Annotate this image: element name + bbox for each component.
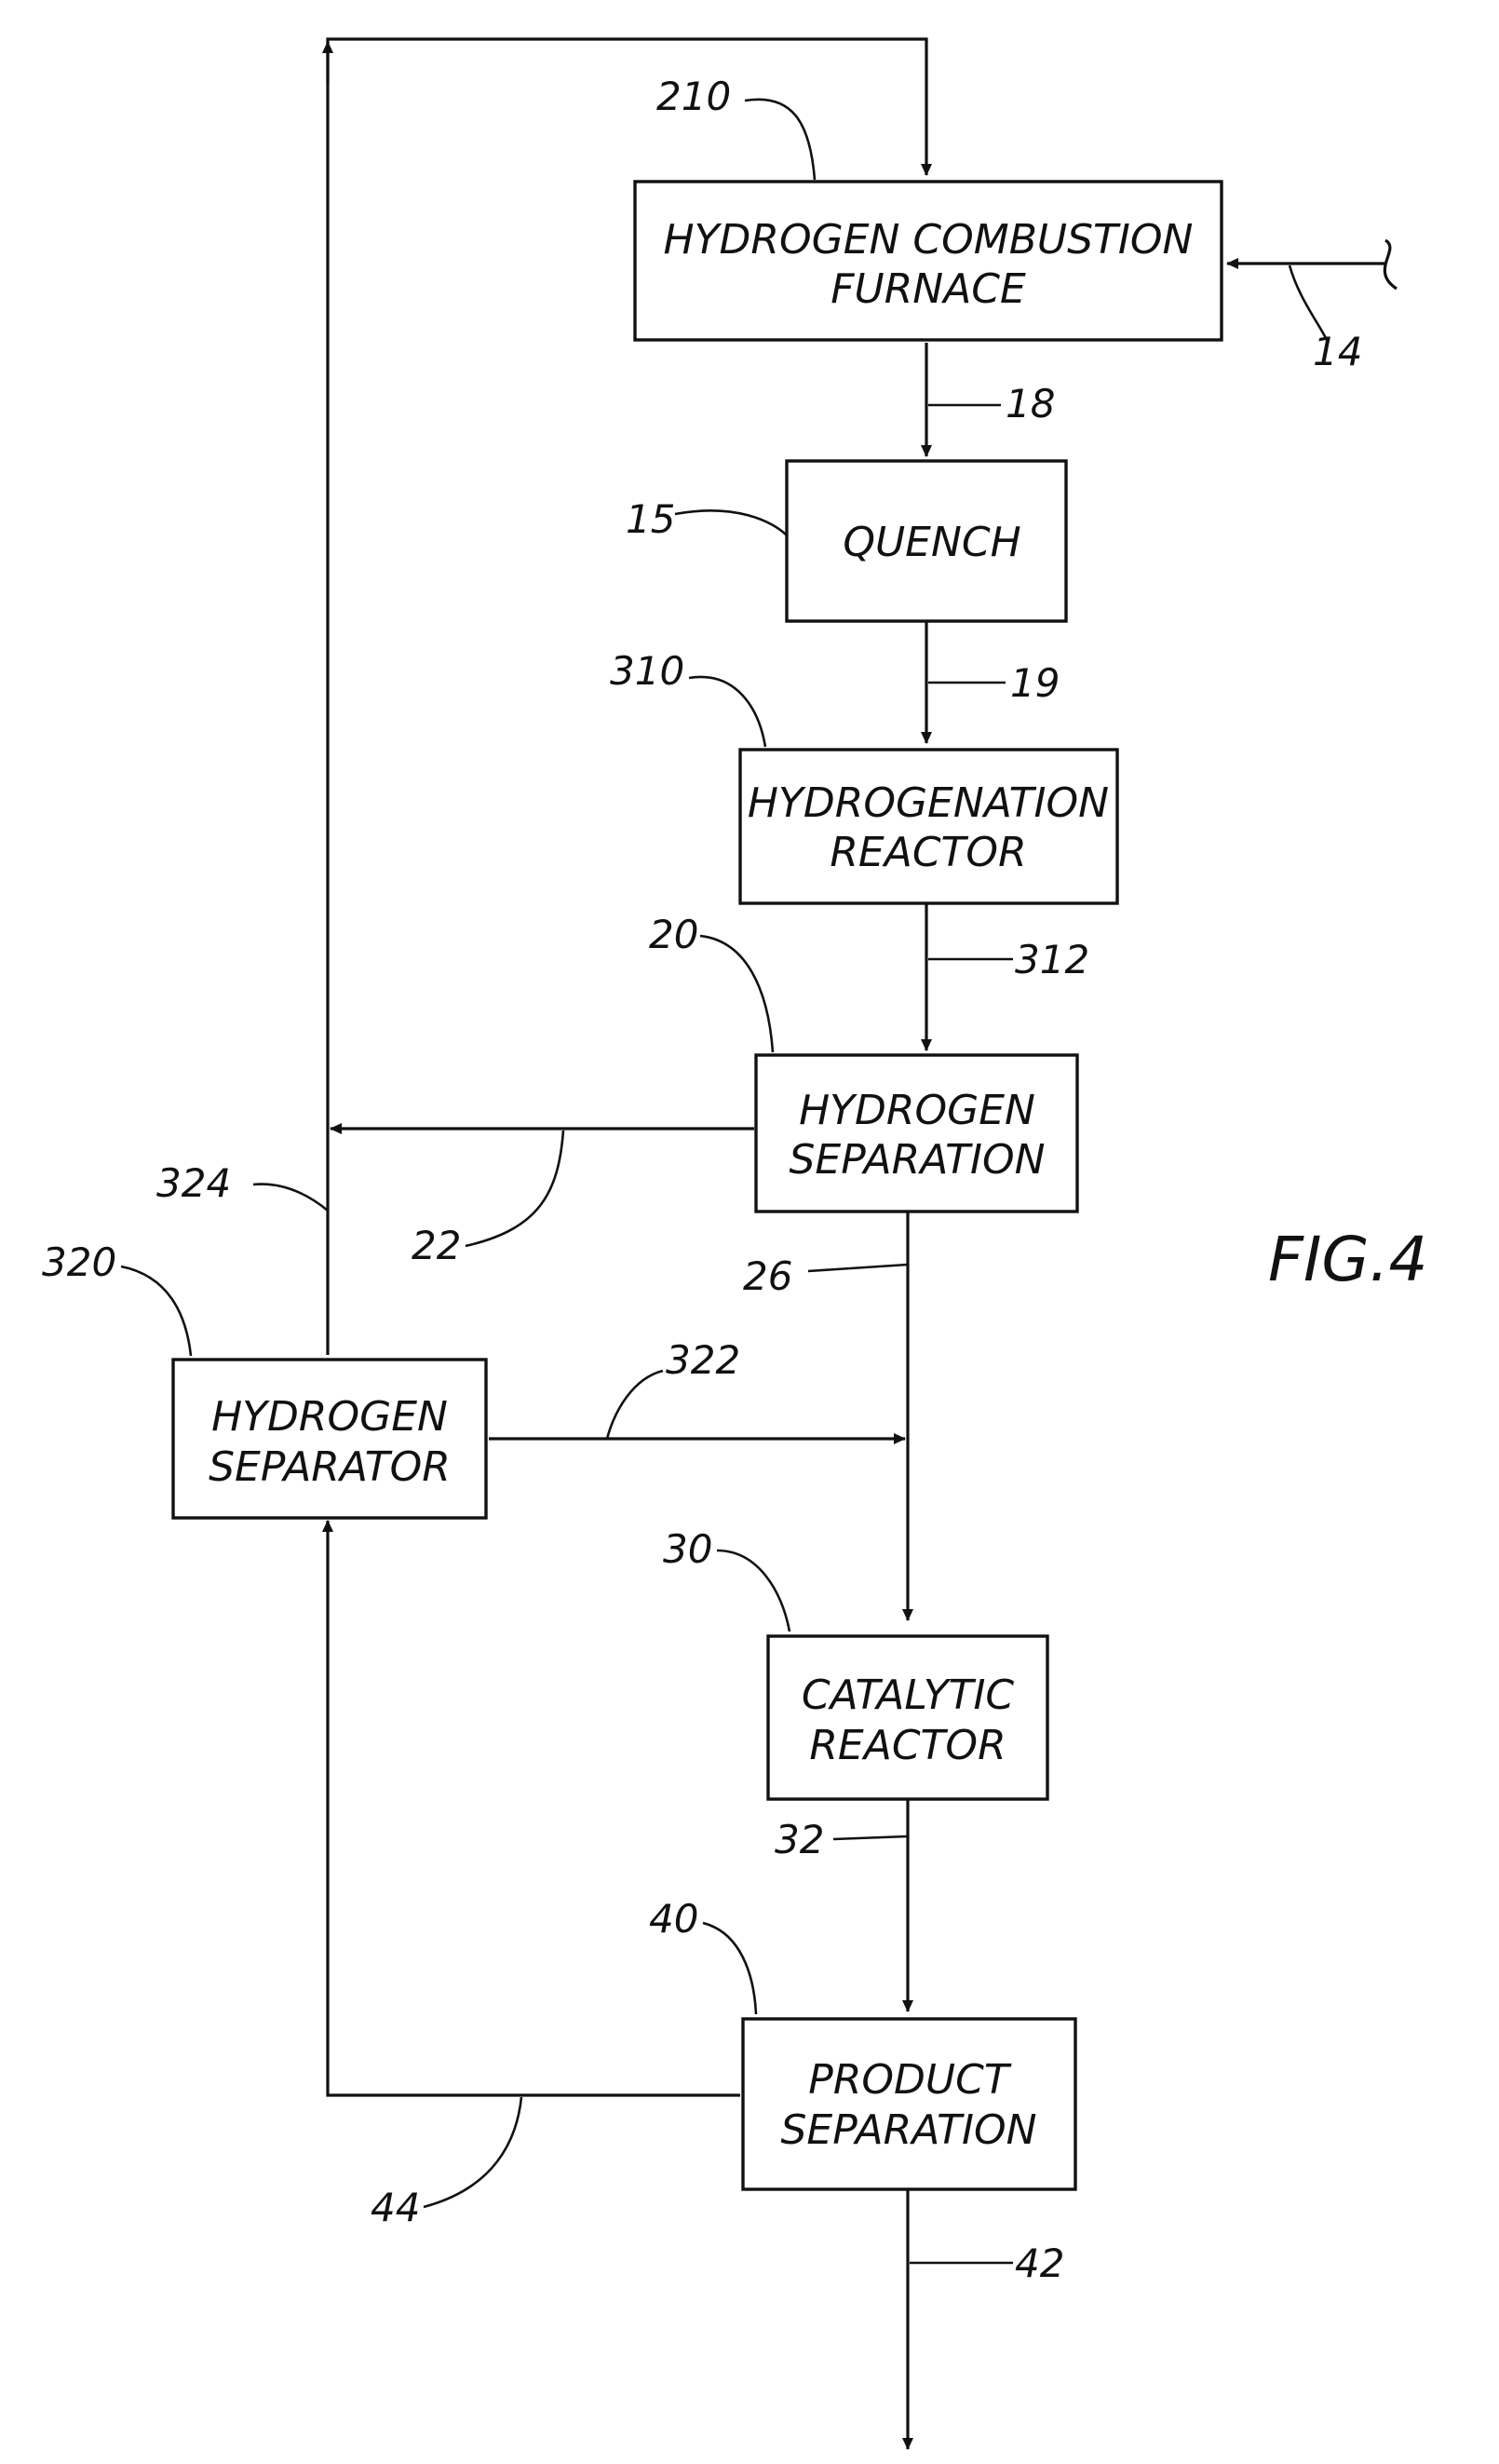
- leader-310: [689, 677, 765, 747]
- ref-19: 19: [1010, 660, 1060, 706]
- leader-14: [1290, 265, 1327, 340]
- line-44: [328, 1521, 740, 2095]
- ref-322: 322: [666, 1337, 740, 1383]
- h2separator-label-line1: HYDROGEN: [211, 1393, 448, 1441]
- leader-320: [121, 1266, 191, 1356]
- catalytic-label-line1: CATALYTIC: [802, 1672, 1015, 1719]
- catalytic-label-line2: REACTOR: [809, 1722, 1006, 1769]
- leader-30: [717, 1550, 790, 1631]
- h2separator-label-line2: SEPARATOR: [209, 1443, 451, 1491]
- furnace-label-line1: HYDROGEN COMBUSTION: [664, 216, 1194, 264]
- leader-15: [675, 510, 787, 535]
- h2sep-label-line1: HYDROGEN: [799, 1087, 1035, 1134]
- feed-break-symbol: [1384, 240, 1397, 289]
- furnace-label-line2: FURNACE: [831, 265, 1026, 313]
- ref-324: 324: [156, 1160, 231, 1206]
- leader-26: [808, 1265, 908, 1271]
- ref-320: 320: [42, 1239, 116, 1285]
- ref-18: 18: [1006, 381, 1055, 426]
- product-separation-box: PRODUCT SEPARATION: [743, 2019, 1075, 2189]
- ref-14: 14: [1313, 329, 1362, 374]
- ref-32: 32: [775, 1817, 824, 1862]
- hydrogen-separator-box: HYDROGEN SEPARATOR: [173, 1360, 486, 1518]
- ref-22: 22: [412, 1223, 461, 1268]
- ref-26: 26: [743, 1253, 792, 1299]
- ref-210: 210: [656, 74, 731, 119]
- leader-44: [424, 2097, 521, 2207]
- leader-20: [700, 936, 773, 1052]
- leader-22: [466, 1130, 563, 1246]
- leader-210: [745, 100, 815, 180]
- h2sep-label-line2: SEPARATION: [789, 1136, 1045, 1184]
- ref-310: 310: [610, 648, 684, 694]
- ref-312: 312: [1015, 937, 1089, 982]
- hydrogenation-reactor-box: HYDROGENATION REACTOR: [740, 750, 1117, 903]
- ref-42: 42: [1015, 2241, 1064, 2286]
- leader-324: [253, 1185, 328, 1211]
- ref-40: 40: [649, 1896, 698, 1942]
- hydrogenation-label-line2: REACTOR: [830, 829, 1026, 876]
- ref-20: 20: [649, 912, 698, 957]
- product-label-line1: PRODUCT: [808, 2056, 1012, 2104]
- hydrogenation-label-line1: HYDROGENATION: [748, 779, 1109, 827]
- hydrogen-combustion-furnace-box: HYDROGEN COMBUSTION FURNACE: [635, 182, 1222, 340]
- quench-box: QUENCH: [787, 461, 1066, 621]
- figure-label: FIG.4: [1268, 1224, 1428, 1295]
- hydrogen-separation-box: HYDROGEN SEPARATION: [756, 1055, 1077, 1212]
- ref-44: 44: [371, 2185, 420, 2230]
- product-label-line2: SEPARATION: [780, 2106, 1036, 2154]
- ref-30: 30: [663, 1526, 712, 1572]
- ref-15: 15: [626, 496, 675, 542]
- quench-label: QUENCH: [843, 519, 1020, 566]
- leader-40: [703, 1923, 756, 2014]
- catalytic-reactor-box: CATALYTIC REACTOR: [768, 1636, 1047, 1799]
- leader-322: [607, 1371, 663, 1439]
- leader-32: [833, 1836, 908, 1839]
